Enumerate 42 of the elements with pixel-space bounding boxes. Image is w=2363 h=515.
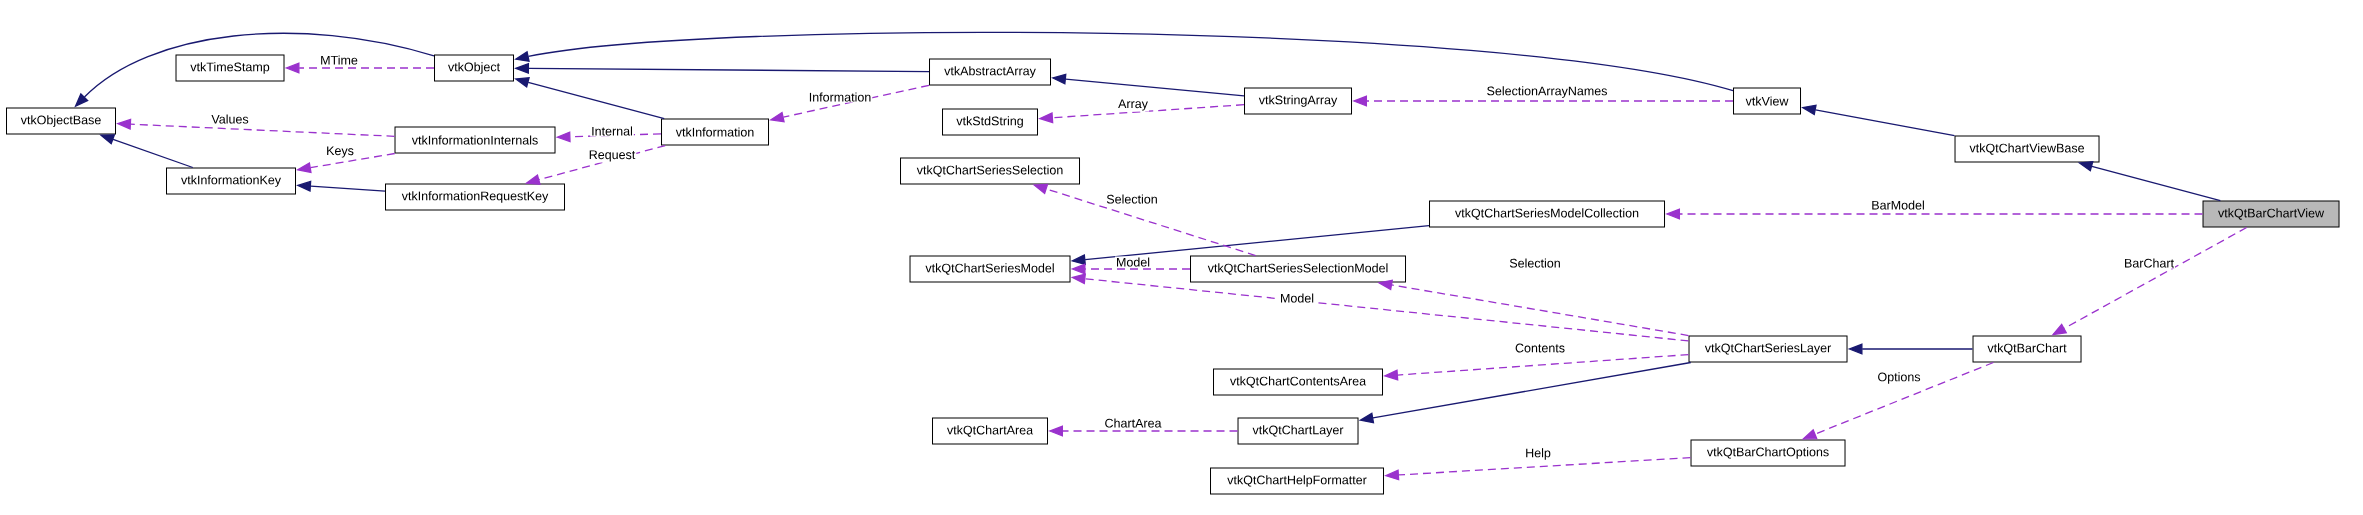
class-box: vtkStdString xyxy=(942,108,1038,136)
class-box: vtkObject xyxy=(434,54,514,82)
class-box: vtkQtBarChart xyxy=(1972,335,2082,363)
edge-label: Options xyxy=(1876,371,1922,385)
edge-label: Request xyxy=(587,149,637,163)
edge-label: Contents xyxy=(1514,342,1567,354)
class-box: vtkQtChartSeriesModelCollection xyxy=(1429,200,1665,228)
edge-label: Keys xyxy=(325,145,355,159)
edge-label: Model xyxy=(1115,256,1152,268)
edge-label: ChartArea xyxy=(1103,417,1163,429)
class-box: vtkQtChartLayer xyxy=(1237,417,1359,445)
class-box: vtkQtChartSeriesSelectionModel xyxy=(1190,255,1406,283)
class-box: vtkTimeStamp xyxy=(175,54,285,82)
edge-label: Values xyxy=(210,113,250,125)
edge-label: Array xyxy=(1117,98,1149,112)
class-box: vtkQtChartSeriesLayer xyxy=(1688,335,1848,363)
class-box: vtkQtChartArea xyxy=(932,417,1048,445)
edge-label: MTime xyxy=(319,54,359,66)
class-box: vtkAbstractArray xyxy=(929,58,1051,86)
class-box: vtkQtChartSeriesSelection xyxy=(900,157,1080,185)
class-box: vtkQtChartSeriesModel xyxy=(909,255,1071,283)
class-box: vtkQtChartHelpFormatter xyxy=(1210,467,1384,495)
edge-label: BarModel xyxy=(1870,199,1926,211)
edge-label: Selection xyxy=(1508,257,1562,269)
class-box: vtkStringArray xyxy=(1244,87,1352,115)
edge-label: Information xyxy=(807,91,873,103)
class-box: vtkObjectBase xyxy=(6,107,116,135)
class-box: vtkView xyxy=(1733,87,1801,115)
edge-label: Help xyxy=(1524,447,1552,461)
class-box: vtkQtBarChartView xyxy=(2202,200,2340,228)
class-box: vtkQtChartContentsArea xyxy=(1213,368,1383,396)
class-box: vtkQtBarChartOptions xyxy=(1690,439,1846,467)
class-box: vtkQtChartViewBase xyxy=(1954,135,2100,163)
class-box: vtkInformation xyxy=(661,118,769,146)
edge-label: Selection xyxy=(1105,193,1159,205)
class-box: vtkInformationInternals xyxy=(394,126,556,154)
edge-label: Model xyxy=(1279,292,1316,304)
class-box: vtkInformationKey xyxy=(166,167,296,195)
edge-label: SelectionArrayNames xyxy=(1485,85,1609,99)
edge-label: BarChart xyxy=(2123,257,2176,269)
edge-label: Internal xyxy=(590,125,634,137)
class-box: vtkInformationRequestKey xyxy=(385,183,565,211)
